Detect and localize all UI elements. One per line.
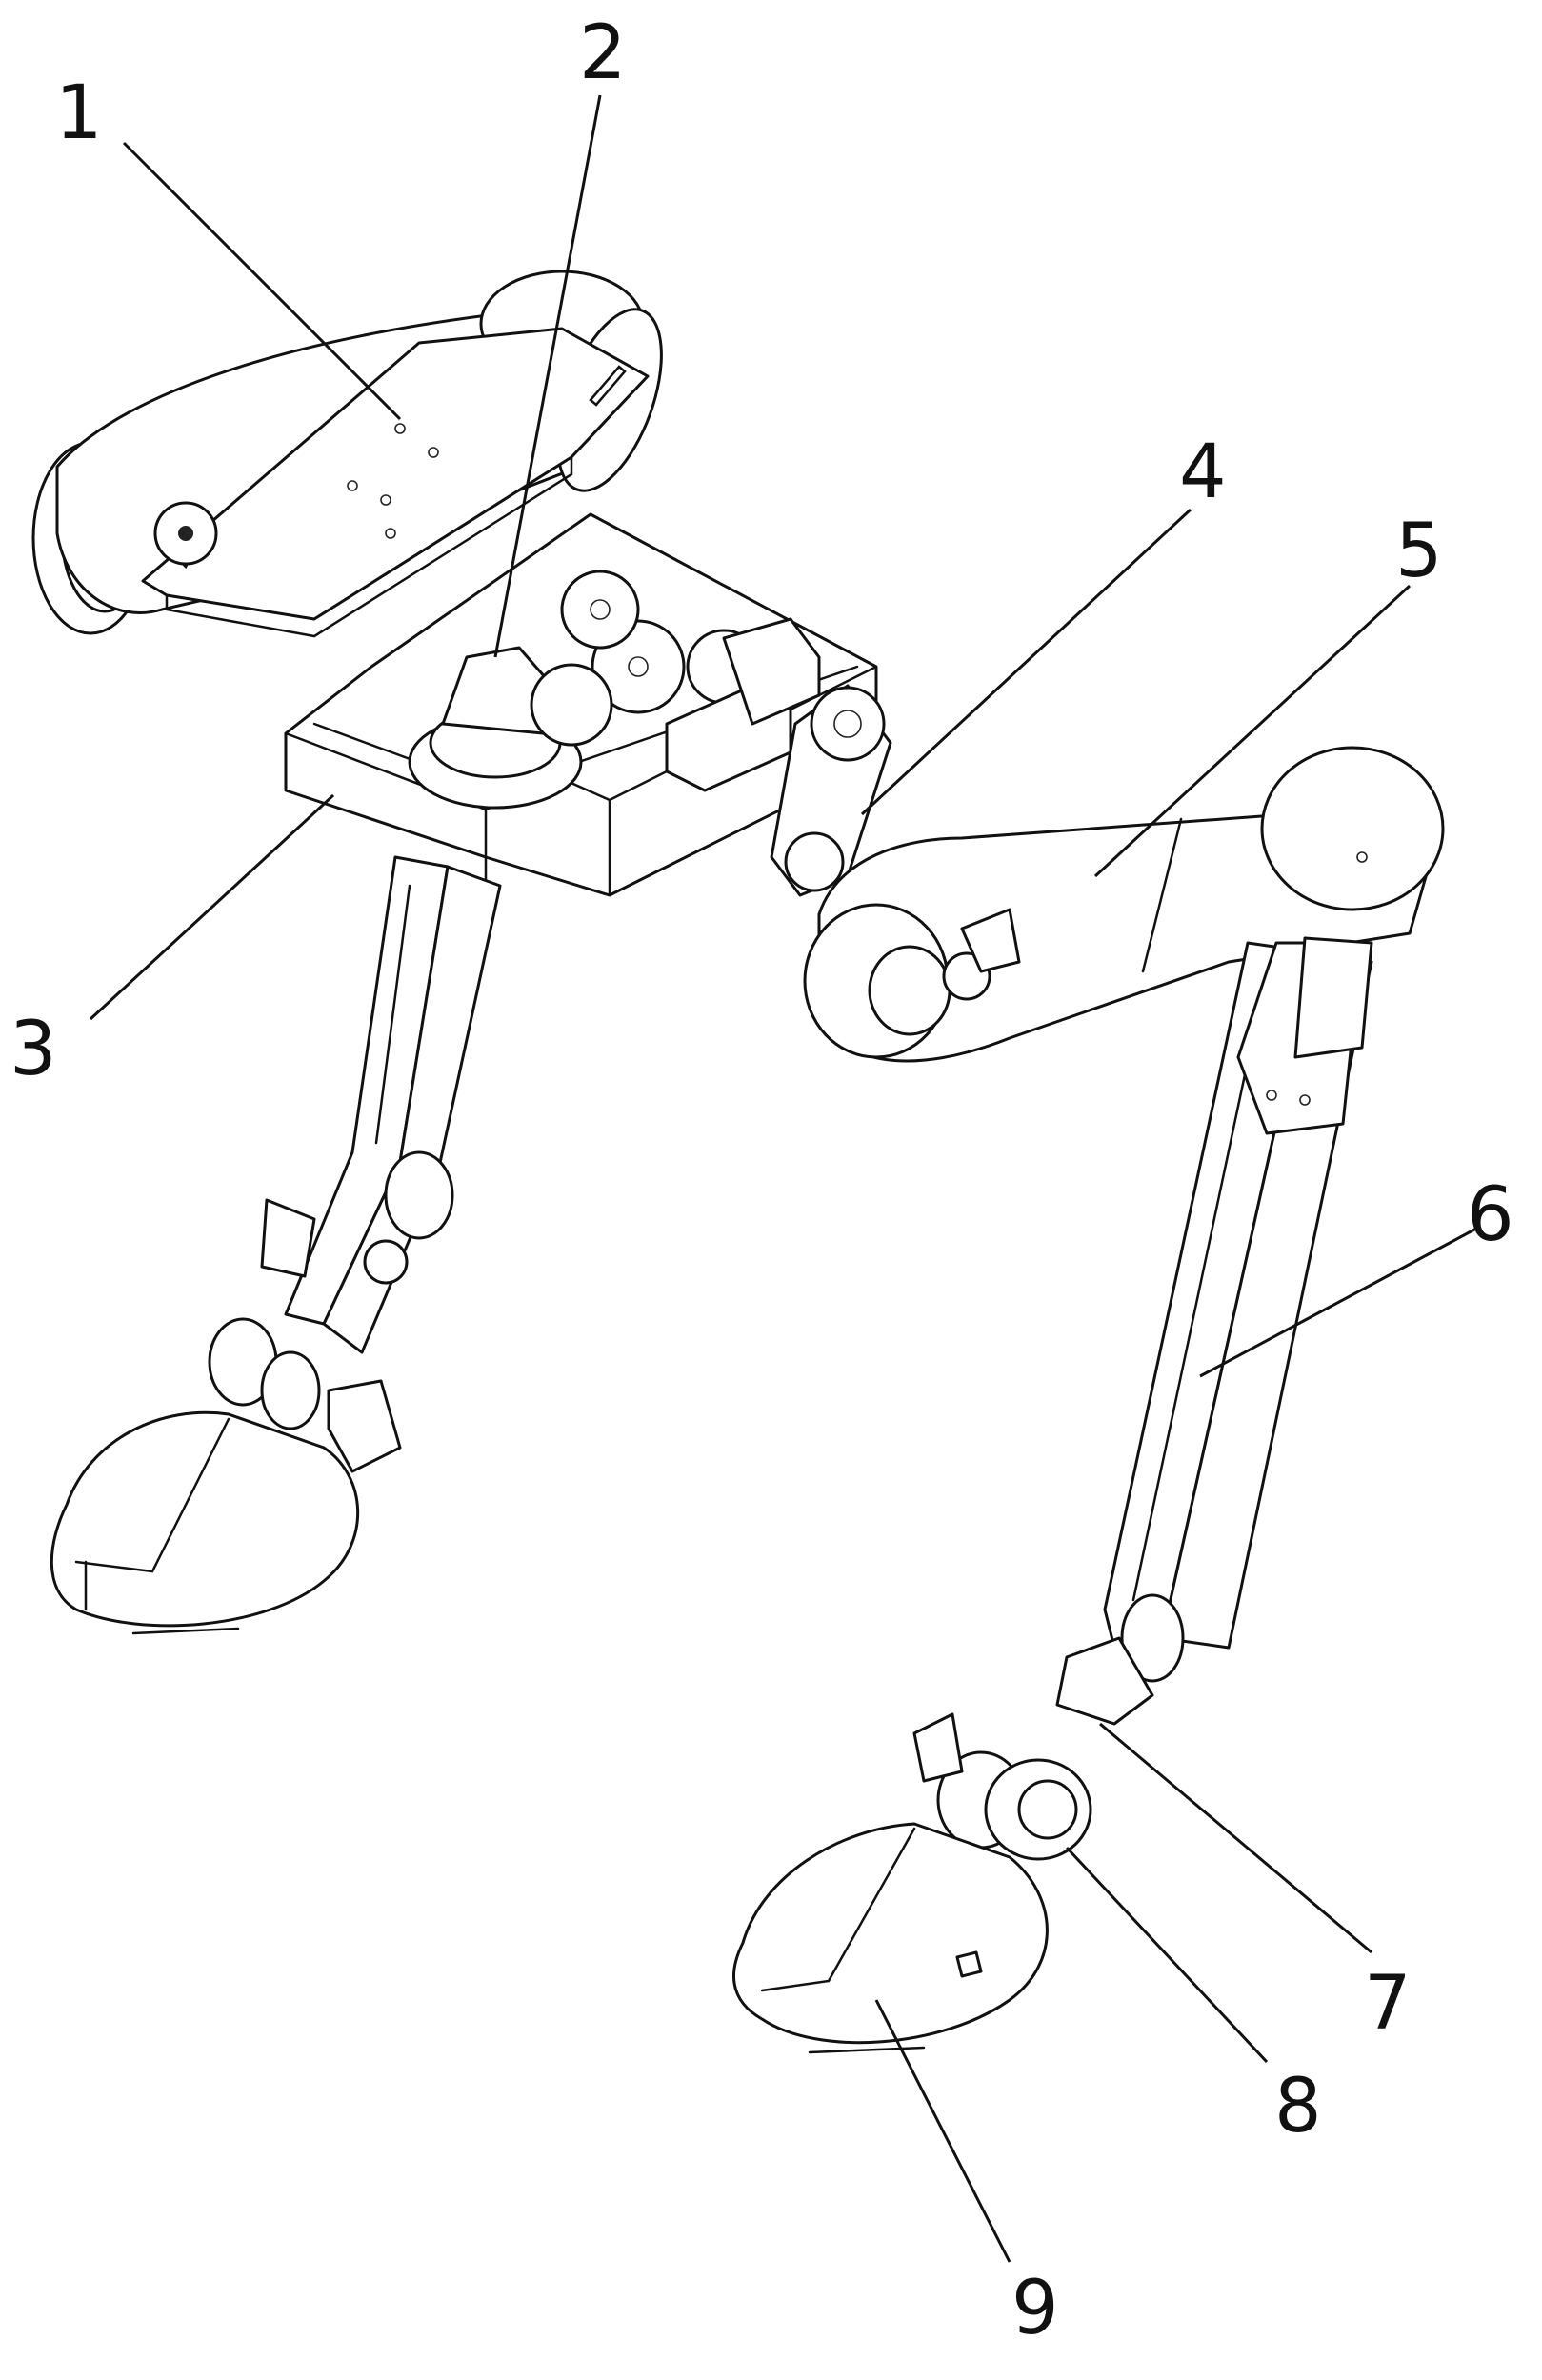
callout-5: 5	[1395, 509, 1443, 594]
leader-5	[1093, 584, 1412, 878]
rear-foot	[732, 1636, 1154, 2054]
leader-3	[89, 793, 335, 1021]
rear-lower-leg	[1103, 936, 1373, 1683]
leader-6	[1199, 1227, 1477, 1378]
leader-7	[1099, 1722, 1372, 1954]
callout-7: 7	[1364, 1961, 1412, 2047]
top-track-assembly	[31, 270, 663, 638]
callout-2: 2	[579, 10, 627, 96]
callout-8: 8	[1274, 2064, 1322, 2150]
callout-1: 1	[55, 70, 103, 156]
callout-9: 9	[1011, 2266, 1059, 2351]
leader-2	[493, 94, 602, 658]
callout-4: 4	[1179, 430, 1227, 515]
rear-upper-arm	[770, 684, 1445, 1063]
leader-lines	[89, 94, 1477, 2263]
callout-labels: 1 2 3 4 5 6 7 8 9	[10, 10, 1514, 2351]
leader-9	[874, 1999, 1011, 2263]
front-left-leg	[50, 855, 502, 1635]
body-gearbox	[284, 512, 878, 897]
callout-6: 6	[1467, 1172, 1514, 1258]
leader-4	[860, 508, 1192, 816]
callout-3: 3	[10, 1007, 57, 1092]
leader-1	[122, 141, 402, 421]
leader-8	[1065, 1846, 1269, 2064]
